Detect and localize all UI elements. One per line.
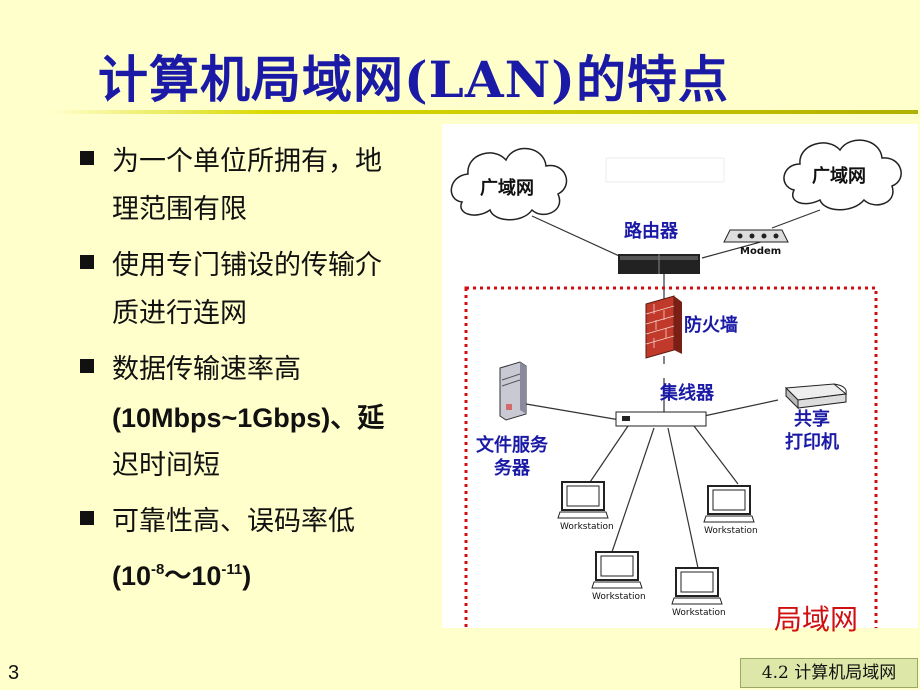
hub-label: 集线器 [660, 383, 714, 404]
hub-icon [615, 411, 707, 427]
file-server-icon [499, 361, 527, 421]
workstation-icon [671, 567, 723, 605]
printer-label-line: 共享 [794, 409, 830, 430]
bullet-square-icon [80, 255, 94, 269]
modem-icon [723, 229, 789, 243]
firewall-icon [645, 295, 682, 359]
bullet-line: 使用专门铺设的传输介 [112, 250, 382, 281]
modem-label: Modem [740, 246, 782, 257]
page-number: 3 [8, 662, 20, 684]
wan-right-label: 广域网 [812, 166, 866, 187]
printer-label: 共享 打印机 [780, 408, 844, 454]
bullet-item: 为一个单位所拥有，地 理范围有限 [72, 138, 432, 234]
bullet-line: 为一个单位所拥有，地 [112, 146, 382, 177]
workstation-icon [703, 485, 755, 523]
workstation-icon [591, 551, 643, 589]
bullet-line: 理范围有限 [112, 194, 247, 225]
bullet-list: 为一个单位所拥有，地 理范围有限 使用专门铺设的传输介 质进行连网 数据传输速率… [72, 138, 432, 608]
bullet-square-icon [80, 359, 94, 373]
blank-label-box [605, 157, 725, 183]
firewall-label: 防火墙 [684, 315, 738, 336]
bullet-square-icon [80, 151, 94, 165]
server-label-line: 务器 [494, 458, 530, 479]
footer-section-tag: 4.2 计算机局域网 [740, 658, 918, 688]
error-rate-range: (10-8～10-11) [112, 546, 432, 600]
router-label: 路由器 [624, 221, 678, 242]
exponent: -11 [221, 561, 243, 578]
server-label-line: 文件服务 [476, 435, 548, 456]
bullet-line: 可靠性高、误码率低 [112, 506, 355, 537]
bullet-item: 使用专门铺设的传输介 质进行连网 [72, 242, 432, 338]
bullet-square-icon [80, 511, 94, 525]
bullet-line: 数据传输速率高 [112, 354, 301, 385]
server-label: 文件服务 务器 [472, 434, 552, 480]
lan-boundary [464, 286, 878, 628]
workstation-label: Workstation [560, 522, 614, 532]
router-icon [618, 254, 700, 274]
range-mid: ～10 [164, 561, 222, 591]
lan-label: 局域网 [774, 603, 859, 636]
lan-diagram: 广域网 广域网 路由器 Modem 防火墙 集线器 共享 打印机 文件服务 务器… [442, 124, 918, 636]
printer-label-line: 打印机 [785, 432, 839, 453]
bullet-line: 迟时间短 [112, 450, 220, 481]
bullet-item: 可靠性高、误码率低 (10-8～10-11) [72, 498, 432, 600]
wan-left-label: 广域网 [480, 178, 534, 199]
workstation-label: Workstation [704, 526, 758, 536]
range-open: (10 [112, 561, 152, 591]
exponent: -8 [151, 561, 165, 578]
title-rule [52, 110, 918, 114]
bullet-line: 质进行连网 [112, 298, 247, 329]
blank-label-box [624, 364, 678, 378]
bullet-item: 数据传输速率高 (10Mbps~1Gbps)、延 迟时间短 [72, 346, 432, 490]
slide-title: 计算机局域网(LAN)的特点 [98, 50, 729, 109]
range-close: ) [242, 561, 252, 591]
workstation-label: Workstation [592, 592, 646, 602]
wan-right-cloud-icon [783, 139, 902, 211]
bullet-line: (10Mbps~1Gbps)、延 [112, 403, 385, 433]
diagram-graphics [450, 139, 902, 628]
wan-left-cloud-icon [450, 147, 568, 221]
workstation-label: Workstation [672, 608, 726, 618]
workstation-icon [557, 481, 609, 519]
printer-icon [784, 383, 848, 410]
